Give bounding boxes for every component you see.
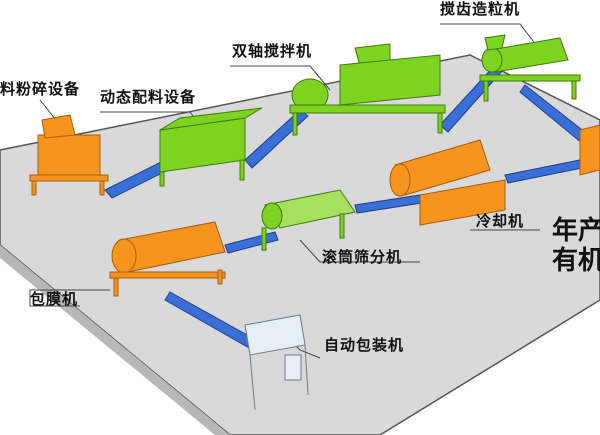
headline-line1: 年产 [552, 216, 600, 246]
floor-edge [0, 245, 230, 435]
coater-machine [109, 221, 226, 297]
granulator-machine [479, 34, 581, 102]
label-mixer: 双轴搅拌机 [232, 42, 313, 60]
cooler-machine [389, 124, 600, 226]
batching-machine [159, 107, 263, 187]
label-packer: 自动包装机 [324, 336, 405, 354]
label-screener: 滚筒筛分机 [322, 248, 403, 266]
label-cooler: 冷却机 [476, 212, 525, 230]
label-crusher: 料粉碎设备 [0, 80, 81, 98]
label-batching: 动态配料设备 [100, 88, 197, 106]
screener-machine [261, 189, 356, 251]
conveyors [104, 64, 596, 354]
packer-machine [244, 314, 309, 411]
headline-line2: 有机 [552, 246, 600, 276]
label-coater: 包膜机 [30, 290, 79, 308]
mixer-machine [289, 43, 446, 136]
conveyor-2 [244, 109, 309, 169]
label-granulator: 搅齿造粒机 [440, 0, 521, 18]
crusher-machine [29, 114, 109, 196]
